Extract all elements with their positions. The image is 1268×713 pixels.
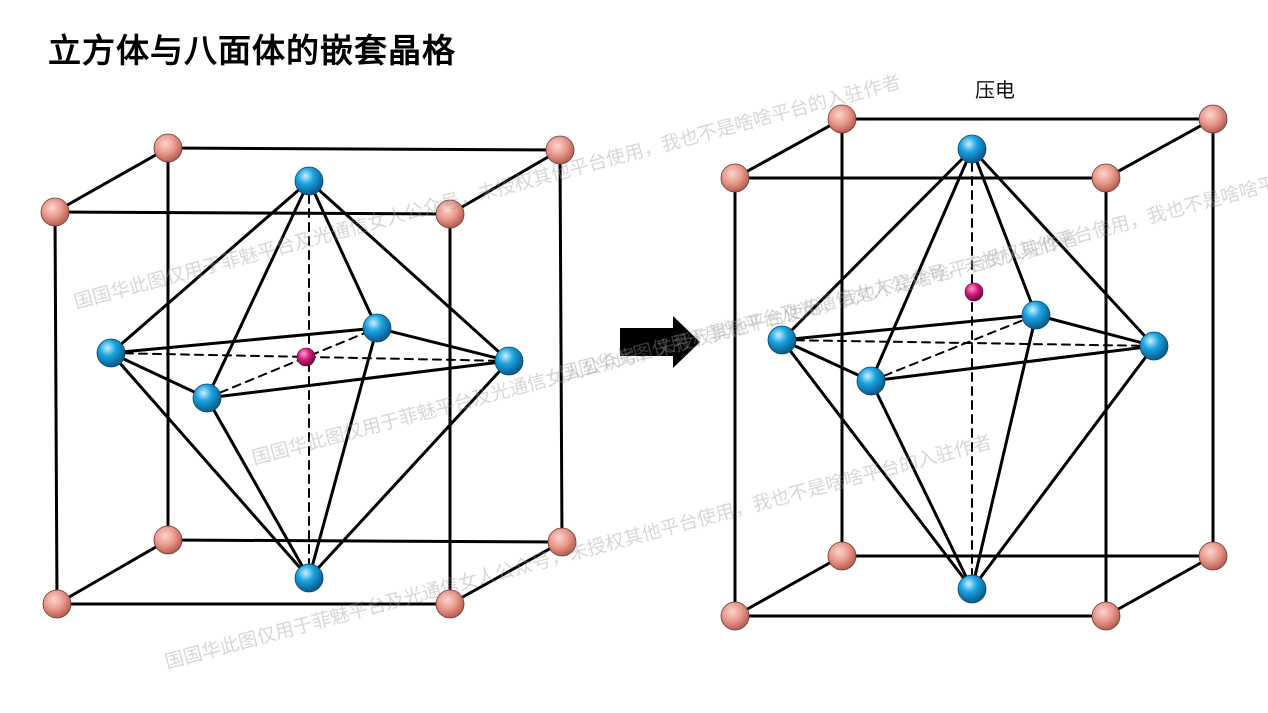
vertex-atom	[767, 325, 797, 355]
center-atom	[296, 347, 316, 367]
corner-atom	[547, 527, 577, 557]
corner-atom	[1091, 601, 1121, 631]
vertex-atom	[294, 166, 324, 196]
right-cube-edges	[733, 117, 1215, 618]
vertex-atom	[957, 134, 987, 164]
right-dashed-axes	[781, 148, 1155, 590]
vertex-atom	[856, 366, 886, 396]
vertex-atom	[294, 563, 324, 593]
corner-atom	[720, 163, 750, 193]
piezo-label: 压电	[975, 78, 1015, 102]
left-cubic-lattice	[53, 146, 564, 606]
center-atom	[964, 282, 984, 302]
vertex-atom	[957, 574, 987, 604]
corner-atom	[435, 199, 465, 229]
vertex-atom	[362, 313, 392, 343]
right-octahedron-edges	[780, 147, 1156, 591]
corner-atom	[720, 601, 750, 631]
vertex-atom	[1139, 331, 1169, 361]
corner-atom	[1091, 163, 1121, 193]
vertex-atom	[1021, 300, 1051, 330]
right-tetragonal-lattice	[733, 117, 1215, 618]
vertex-atom	[494, 346, 524, 376]
right-arrow-icon	[620, 316, 700, 368]
corner-atom	[545, 135, 575, 165]
vertex-atom	[96, 338, 126, 368]
corner-atom	[153, 133, 183, 163]
corner-atom	[40, 197, 70, 227]
right-atoms	[720, 104, 1228, 631]
corner-atom	[153, 525, 183, 555]
left-vertex-atoms	[96, 166, 524, 593]
corner-atom	[1198, 104, 1228, 134]
left-cube-edges	[53, 146, 564, 606]
corner-atom	[42, 589, 72, 619]
corner-atom	[827, 541, 857, 571]
left-octahedron-edges	[109, 179, 511, 580]
page-title: 立方体与八面体的嵌套晶格	[48, 31, 456, 70]
corner-atom	[827, 104, 857, 134]
right-vertex-atoms	[767, 134, 1169, 604]
corner-atom	[435, 589, 465, 619]
left-atoms	[40, 133, 577, 619]
corner-atom	[1198, 541, 1228, 571]
vertex-atom	[192, 383, 222, 413]
